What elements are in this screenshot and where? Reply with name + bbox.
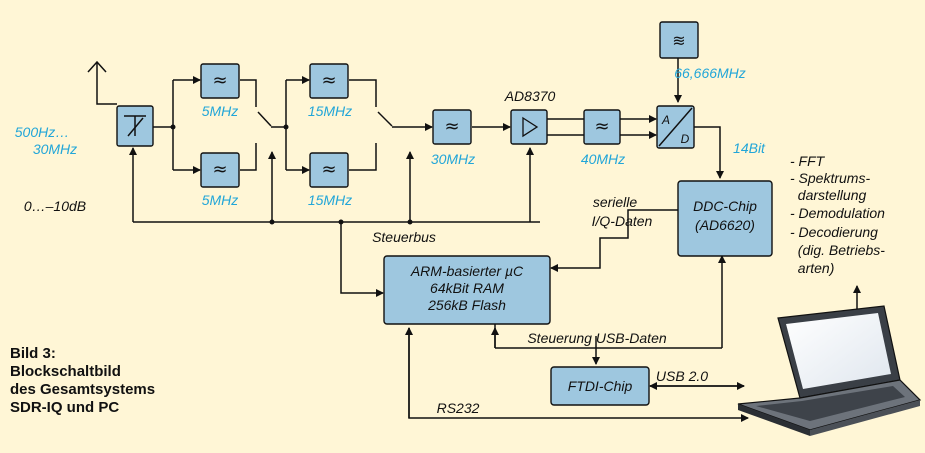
label-15mhz-bottom: 15MHz bbox=[308, 192, 352, 208]
iq-label-line1: serielle bbox=[593, 194, 638, 210]
attenuator-range-label: 0…–10dB bbox=[24, 198, 86, 214]
attenuator-block bbox=[116, 105, 154, 147]
label-15mhz-top: 15MHz bbox=[308, 103, 352, 119]
filter-15mhz-top: ≈ bbox=[309, 63, 349, 99]
ftdi-chip-block bbox=[550, 366, 650, 406]
caption-line4: SDR-IQ und PC bbox=[10, 399, 119, 416]
iq-label-line2: I/Q-Daten bbox=[592, 213, 653, 229]
filter-40mhz: ≈ bbox=[583, 109, 621, 145]
arm-line2: 64kBit RAM bbox=[430, 280, 504, 296]
pc-function-5: - Decodierung bbox=[790, 224, 878, 240]
svg-text:D: D bbox=[681, 132, 690, 146]
tilde-approx-icon: ≈ bbox=[444, 116, 459, 137]
tilde-approx-icon: ≈ bbox=[594, 116, 609, 137]
arm-line1: ARM-basierter µC bbox=[410, 263, 524, 279]
ddc-chip-block bbox=[677, 180, 773, 257]
arm-controller-block bbox=[383, 255, 551, 325]
tilde-approx-icon: ≈ bbox=[321, 159, 336, 180]
ftdi-label: FTDI-Chip bbox=[568, 378, 633, 394]
svg-text:A: A bbox=[661, 113, 670, 127]
caption-line1: Bild 3: bbox=[10, 345, 56, 362]
filter-5mhz-bottom: ≈ bbox=[200, 152, 240, 188]
caption-line2: Blockschaltbild bbox=[10, 363, 121, 380]
label-30mhz: 30MHz bbox=[431, 151, 475, 167]
label-40mhz: 40MHz bbox=[581, 151, 625, 167]
arm-line3: 256kB Flash bbox=[427, 297, 506, 313]
ddc-subtitle: (AD6620) bbox=[695, 217, 755, 233]
pc-function-2: - Spektrums- bbox=[790, 170, 870, 186]
label-5mhz-bottom: 5MHz bbox=[202, 192, 239, 208]
tilde-approx-icon: ≈ bbox=[321, 70, 336, 91]
filter-15mhz-bottom: ≈ bbox=[309, 152, 349, 188]
filter-30mhz: ≈ bbox=[432, 109, 472, 145]
usb-data-label: Steuerung USB-Daten bbox=[527, 330, 667, 346]
label-5mhz-top: 5MHz bbox=[202, 103, 239, 119]
pc-function-7: arten) bbox=[790, 260, 834, 276]
filter-5mhz-top: ≈ bbox=[200, 63, 240, 99]
caption-line3: des Gesamtsystems bbox=[10, 381, 155, 398]
clock-frequency-label: 66,666MHz bbox=[674, 65, 746, 81]
pc-function-4: - Demodulation bbox=[790, 205, 885, 221]
triple-tilde-icon: ≋ bbox=[672, 31, 685, 50]
input-range-line2: 30MHz bbox=[33, 141, 77, 157]
bit-width-label: 14Bit bbox=[733, 140, 766, 156]
oscillator-block: ≋ bbox=[659, 21, 699, 59]
amplifier-block bbox=[510, 109, 548, 145]
pc-function-6: (dig. Betriebs- bbox=[790, 242, 885, 258]
control-bus-label: Steuerbus bbox=[372, 229, 436, 245]
tilde-approx-icon: ≈ bbox=[212, 70, 227, 91]
pc-function-3: darstellung bbox=[790, 187, 866, 203]
pc-function-1: - FFT bbox=[790, 153, 826, 169]
amplifier-label: AD8370 bbox=[504, 88, 556, 104]
laptop-icon bbox=[737, 305, 922, 436]
usb-label: USB 2.0 bbox=[656, 368, 708, 384]
adc-block: A D bbox=[656, 105, 695, 149]
rs232-label: RS232 bbox=[437, 400, 480, 416]
input-range-line1: 500Hz… bbox=[15, 124, 69, 140]
triangle-icon bbox=[522, 116, 539, 138]
tilde-approx-icon: ≈ bbox=[212, 159, 227, 180]
ddc-title: DDC-Chip bbox=[693, 198, 757, 214]
wires bbox=[87, 58, 861, 422]
